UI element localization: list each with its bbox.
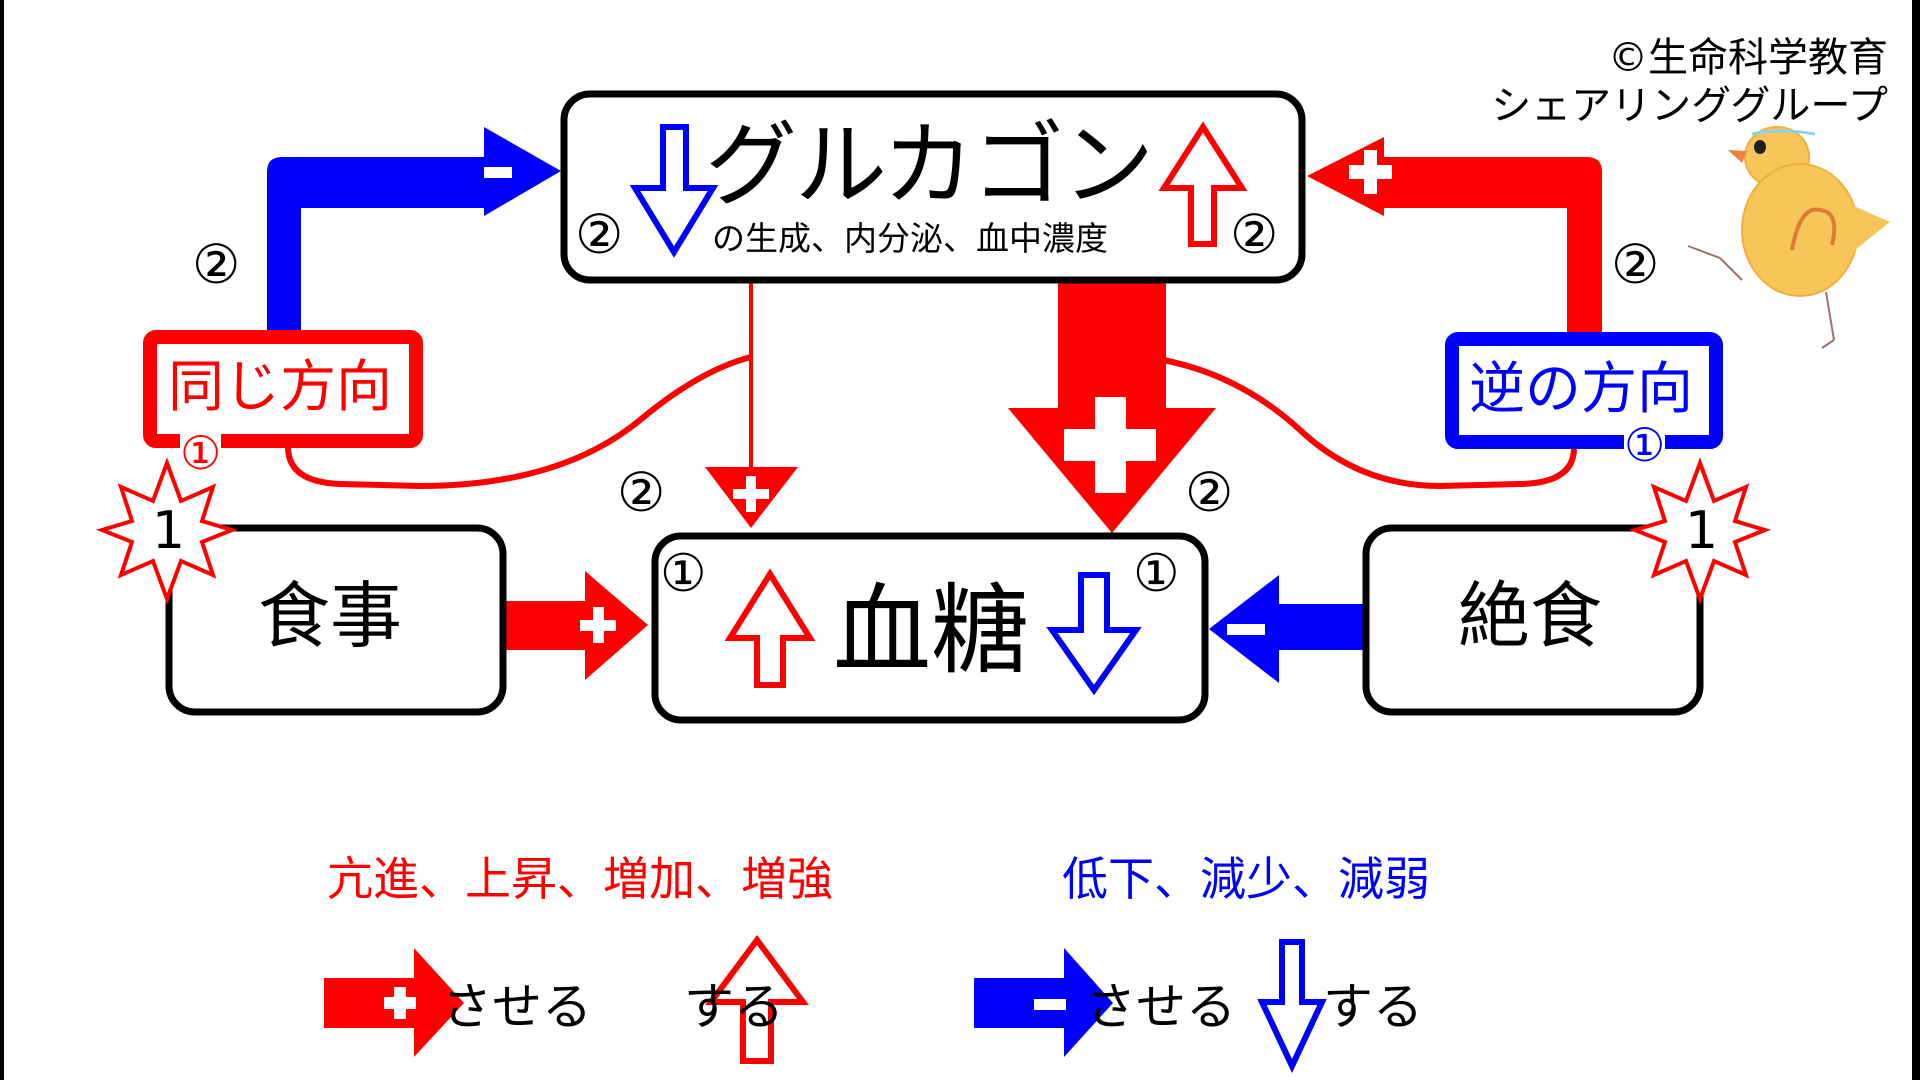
glucagon-title: グルカゴン — [705, 112, 1154, 219]
plus-sign-icon — [580, 607, 616, 643]
opposite-direction-label: 逆の方向 — [1469, 357, 1693, 422]
meal-plus-arrow — [504, 571, 648, 680]
slide-border-right — [1912, 0, 1920, 1080]
left-minus-l-arrow — [267, 127, 561, 331]
legend-hollow-down-arrow-icon — [1257, 939, 1327, 1074]
thin-arrow-step-marker: ② — [617, 461, 666, 524]
blood-sugar-box — [651, 532, 1209, 724]
right-arrow-step-marker: ② — [1611, 233, 1660, 296]
legend-increase-terms: 亢進、上昇、増加、増強 — [327, 852, 833, 906]
copyright-line-1: ©生命科学教育 — [1608, 35, 1888, 81]
same-direction-marker: ① — [180, 426, 222, 480]
plus-sign-icon — [733, 476, 769, 512]
glucagon-up-arrow-icon — [1158, 121, 1248, 247]
legend-item-label: させる — [1086, 978, 1236, 1036]
glucagon-subtitle: の生成、内分泌、血中濃度 — [712, 219, 1108, 258]
blood-sugar-up-arrow-icon — [724, 568, 816, 688]
meal-burst-label: 1 — [152, 501, 186, 561]
meal-box — [165, 524, 507, 716]
glucagon-down-arrow-icon — [629, 124, 719, 258]
chick-illustration-icon — [1687, 126, 1890, 349]
meal-burst-icon — [95, 457, 239, 605]
same-direction-box — [143, 330, 423, 448]
left-arrow-step-marker: ② — [192, 233, 241, 296]
opposite-direction-feedback-curve — [1162, 357, 1577, 490]
copyright-line-2: シェアリンググループ — [1491, 83, 1888, 129]
fasting-label: 絶食 — [1458, 574, 1603, 658]
blood-sugar-title: 血糖 — [833, 574, 1030, 688]
blood-sugar-left-step-marker: ① — [660, 544, 707, 604]
glucagon-box — [560, 90, 1306, 284]
fasting-box — [1362, 524, 1704, 716]
right-plus-l-arrow — [1307, 137, 1602, 333]
opposite-direction-marker: ① — [1624, 418, 1666, 472]
legend-item-label: させる — [442, 978, 592, 1036]
fasting-burst-label: 1 — [1685, 501, 1719, 561]
meal-label: 食事 — [258, 574, 403, 658]
glucagon-left-step-marker: ② — [575, 203, 624, 266]
minus-sign-icon — [1227, 624, 1265, 635]
plus-sign-icon — [1349, 150, 1392, 194]
legend-red-plus-arrow-icon — [324, 948, 464, 1057]
thick-plus-down-arrow — [1008, 282, 1216, 533]
thick-arrow-step-marker: ② — [1185, 461, 1234, 524]
legend-decrease-terms: 低下、減少、減弱 — [1062, 852, 1430, 906]
same-direction-feedback-curve — [285, 354, 752, 490]
fasting-minus-arrow — [1209, 575, 1366, 683]
legend-item-label: する — [684, 978, 784, 1036]
glucagon-right-step-marker: ② — [1230, 203, 1279, 266]
opposite-direction-box — [1445, 332, 1723, 449]
minus-sign-icon — [484, 167, 512, 178]
legend-blue-minus-arrow-icon — [974, 948, 1113, 1057]
same-direction-label: 同じ方向 — [168, 355, 392, 420]
blood-sugar-right-step-marker: ① — [1133, 544, 1180, 604]
blood-sugar-down-arrow-icon — [1046, 572, 1142, 696]
plus-sign-icon — [1064, 397, 1156, 493]
fasting-burst-icon — [1628, 457, 1772, 605]
thin-plus-down-arrow — [705, 282, 798, 528]
legend-item-label: する — [1323, 978, 1423, 1036]
legend-hollow-up-arrow-icon — [705, 934, 809, 1064]
slide-border-left — [0, 0, 4, 1080]
